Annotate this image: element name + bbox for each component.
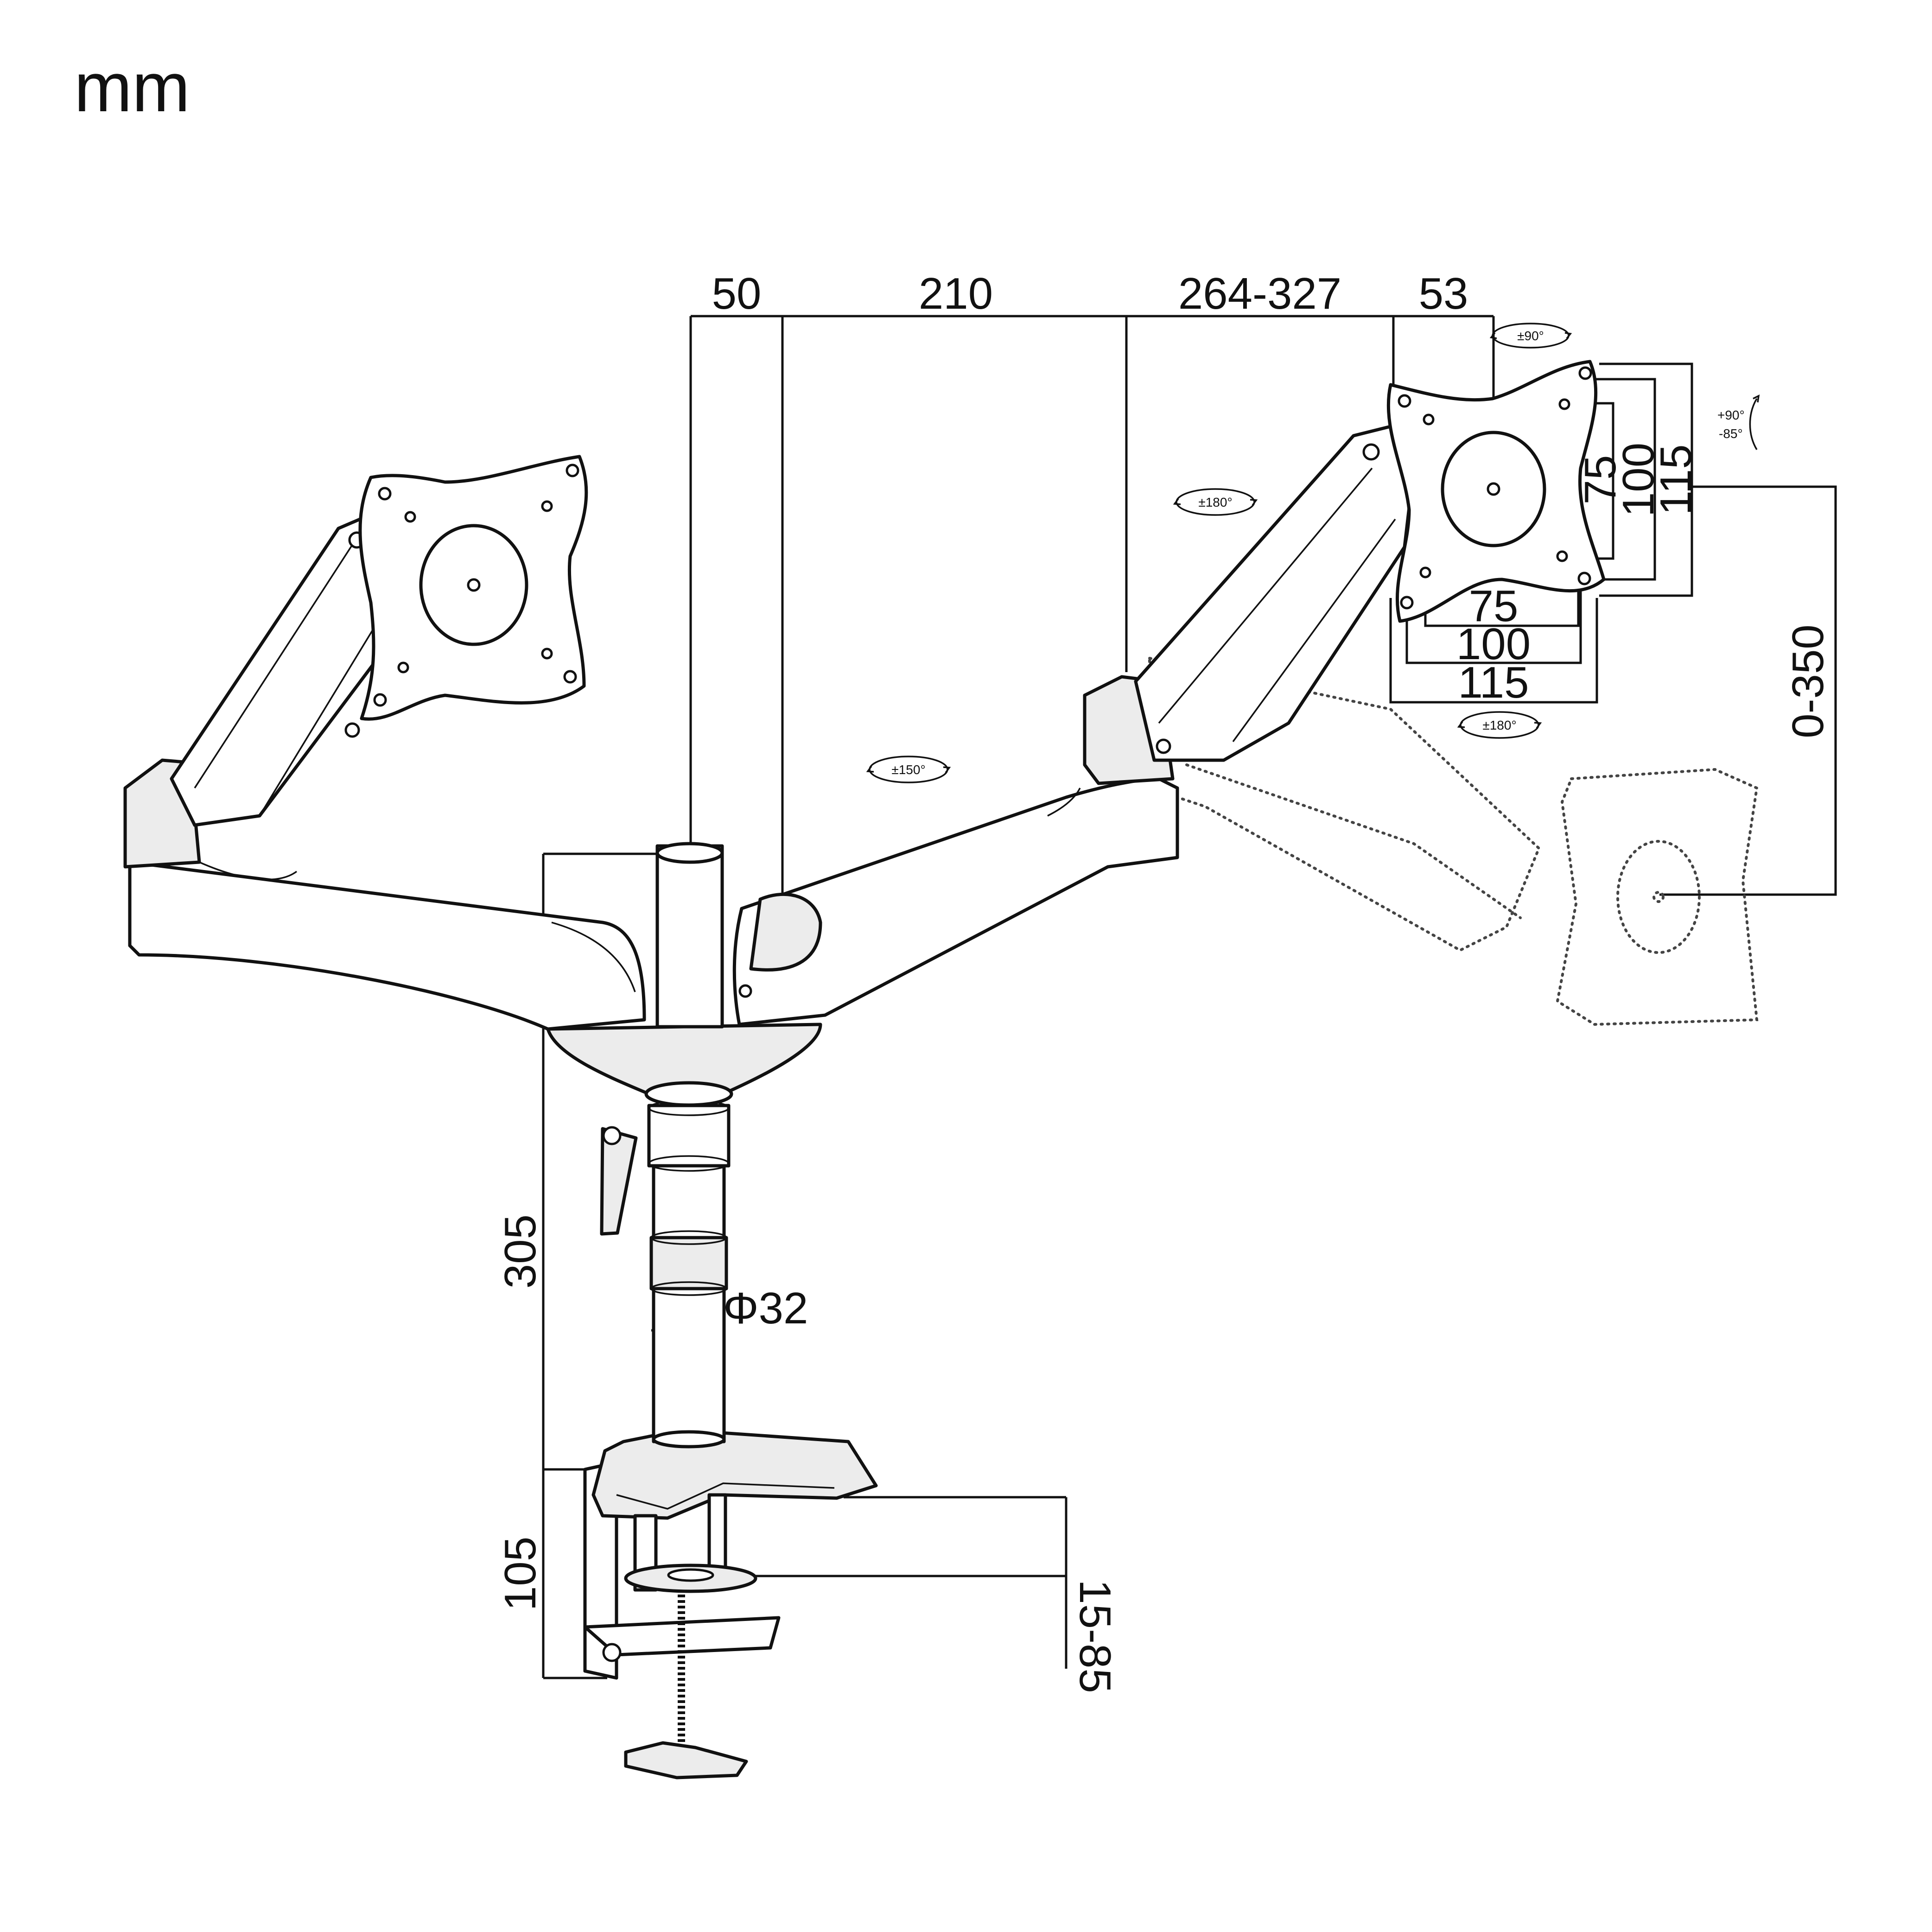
left-arm	[123, 513, 646, 1031]
dim-vesa-h-large: 115	[1458, 658, 1529, 707]
dim-clamp-height: 105	[496, 1537, 545, 1611]
mounting-pole	[600, 1099, 731, 1449]
desk-thickness-lines	[742, 1496, 1068, 1669]
dim-vesa-h-mid: 100	[1456, 619, 1531, 669]
head-swivel-badge: ±180°	[1457, 711, 1542, 739]
dim-vesa-v-large: 115	[1651, 444, 1701, 515]
rotate-head-badge: ±90°	[1489, 323, 1572, 349]
dim-pole-height: 305	[496, 1214, 545, 1289]
right-arm	[732, 425, 1416, 1026]
center-hub	[546, 842, 822, 1107]
arm-swivel-label: ±180°	[1198, 495, 1232, 509]
dim-pole-offset: 50	[712, 269, 762, 318]
head-swivel-label: ±180°	[1482, 718, 1516, 732]
base-swivel-label: ±150°	[891, 763, 925, 777]
tilt-badge: +90° -85°	[1717, 394, 1760, 450]
dim-desk-thickness: 15-85	[1070, 1579, 1120, 1693]
tilt-up-label: +90°	[1717, 408, 1745, 422]
right-vesa-plate	[1386, 360, 1606, 623]
dim-vesa-v-small: 75	[1576, 455, 1625, 505]
base-swivel-badge: ±150°	[866, 756, 951, 783]
dim-head-depth: 53	[1419, 269, 1468, 318]
dim-pole-diameter: Φ32	[723, 1284, 808, 1333]
tilt-down-label: -85°	[1719, 426, 1743, 441]
dim-vesa-h-small: 75	[1469, 581, 1519, 631]
arm-swivel-badge: ±180°	[1173, 488, 1258, 516]
dim-height-adjust: 0-350	[1783, 624, 1833, 738]
rotate-head-label: ±90°	[1517, 329, 1544, 343]
unit-label: mm	[74, 48, 190, 126]
dim-arm-first-segment: 210	[919, 269, 993, 318]
top-dimension-lines	[689, 315, 1495, 909]
dim-arm-reach: 264-327	[1178, 269, 1341, 318]
left-vesa-plate	[358, 455, 588, 721]
dim-vesa-v-mid: 100	[1614, 443, 1663, 517]
desk-clamp	[583, 1428, 878, 1779]
